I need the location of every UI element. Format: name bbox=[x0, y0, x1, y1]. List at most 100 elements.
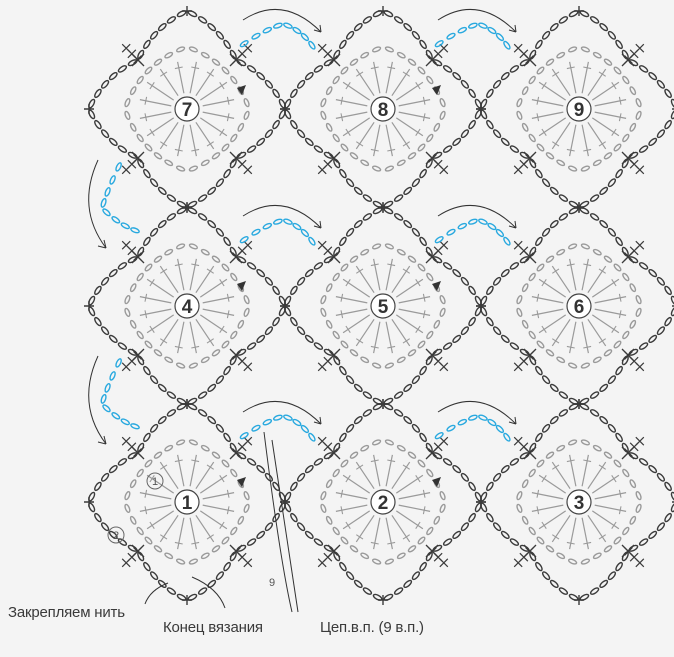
chain-stitch bbox=[223, 39, 232, 49]
chain-stitch bbox=[443, 145, 453, 154]
stitch-crossbar bbox=[160, 465, 167, 469]
inner-treble-stitch bbox=[200, 118, 227, 136]
chain-stitch bbox=[262, 27, 272, 34]
stitch-crossbar bbox=[150, 326, 154, 333]
motif-number-1: 1 bbox=[182, 493, 193, 514]
chain-stitch bbox=[144, 263, 153, 272]
stitch-crossbar bbox=[371, 67, 379, 69]
cross-stitch bbox=[244, 166, 252, 174]
chain-stitch bbox=[593, 159, 602, 166]
chain-stitch bbox=[604, 545, 613, 553]
chain-stitch bbox=[189, 46, 198, 53]
chain-stitch bbox=[509, 538, 519, 547]
chain-stitch bbox=[247, 458, 257, 467]
inner-treble-stitch bbox=[374, 125, 380, 156]
inner-treble-stitch bbox=[552, 319, 570, 346]
chain-stitch bbox=[495, 425, 504, 434]
chain-stitch bbox=[264, 326, 273, 336]
stitch-crossbar bbox=[346, 326, 350, 333]
chain-stitch bbox=[149, 375, 158, 385]
cross-stitch bbox=[514, 241, 522, 249]
chain-stitch bbox=[166, 409, 176, 418]
chain-stitch bbox=[264, 79, 273, 89]
chain-stitch bbox=[599, 383, 609, 392]
stitch-crossbar bbox=[599, 142, 606, 146]
inner-treble-stitch bbox=[396, 82, 423, 100]
chain-stitch bbox=[622, 527, 630, 536]
chain-stitch bbox=[581, 439, 590, 446]
chain-stitch bbox=[408, 545, 417, 553]
chain-stitch bbox=[360, 51, 369, 58]
chain-stitch bbox=[622, 331, 630, 340]
chain-stitch bbox=[130, 423, 140, 430]
chain-stitch bbox=[385, 243, 394, 250]
chain-stitch bbox=[207, 415, 217, 424]
chain-stitch bbox=[94, 285, 103, 295]
chain-stitch bbox=[129, 320, 136, 329]
inner-treble-stitch bbox=[356, 266, 374, 293]
stitch-crossbar bbox=[191, 460, 199, 462]
chain-stitch bbox=[443, 262, 453, 271]
stitch-crossbar bbox=[583, 346, 591, 348]
inner-treble-stitch bbox=[140, 100, 171, 106]
chain-stitch bbox=[353, 186, 363, 195]
chain-stitch bbox=[256, 464, 266, 473]
direction-arrow-arc bbox=[243, 401, 321, 424]
chain-stitch bbox=[487, 418, 497, 426]
chain-stitch bbox=[201, 552, 210, 559]
chain-stitch bbox=[339, 366, 348, 376]
chain-stitch bbox=[635, 504, 642, 513]
chain-stitch bbox=[426, 273, 434, 282]
inner-treble-stitch bbox=[392, 462, 410, 489]
stitch-crossbar bbox=[416, 279, 420, 286]
chain-stitch bbox=[157, 219, 167, 228]
chain-stitch bbox=[124, 504, 131, 513]
chain-stitch bbox=[345, 423, 354, 433]
chain-stitch bbox=[223, 236, 232, 246]
stitch-crossbar bbox=[346, 82, 350, 89]
chain-stitch bbox=[556, 356, 565, 363]
outer-chain-loop bbox=[628, 109, 674, 159]
stitch-crossbar bbox=[346, 129, 350, 136]
stitch-crossbar bbox=[537, 490, 539, 498]
chain-stitch bbox=[500, 464, 510, 473]
joining-chain-left bbox=[239, 414, 282, 439]
chain-stitch bbox=[313, 145, 323, 154]
chain-stitch bbox=[353, 579, 363, 588]
chain-stitch bbox=[144, 66, 153, 75]
chain-stitch bbox=[408, 152, 417, 160]
chain-stitch bbox=[385, 46, 394, 53]
chain-stitch bbox=[212, 545, 221, 553]
inner-treble-stitch bbox=[160, 122, 178, 149]
chain-stitch bbox=[419, 366, 428, 376]
chain-stitch bbox=[221, 66, 230, 75]
chain-stitch bbox=[350, 451, 359, 459]
chain-stitch bbox=[340, 143, 349, 152]
chain-stitch bbox=[426, 527, 434, 536]
inner-treble-stitch bbox=[592, 82, 619, 100]
chain-stitch bbox=[556, 552, 565, 559]
stitch-crossbar bbox=[612, 475, 616, 482]
chain-stitch bbox=[613, 263, 622, 272]
inner-treble-stitch bbox=[570, 62, 576, 93]
stitch-crossbar bbox=[567, 542, 575, 544]
inner-treble-stitch bbox=[570, 125, 576, 156]
chain-stitch bbox=[290, 88, 299, 98]
stitch-crossbar bbox=[175, 149, 183, 151]
chain-stitch bbox=[556, 51, 565, 58]
chain-stitch bbox=[339, 432, 348, 442]
chain-stitch bbox=[541, 30, 550, 40]
stitch-crossbar bbox=[619, 506, 621, 514]
chain-stitch bbox=[237, 516, 244, 525]
inner-treble-stitch bbox=[570, 322, 576, 353]
chain-stitch bbox=[198, 391, 208, 400]
chain-stitch bbox=[100, 522, 109, 532]
chain-stitch bbox=[635, 491, 642, 500]
label-chain: Цеп.в.п. (9 в.п.) bbox=[320, 619, 424, 636]
label-fasten-thread: Закрепляем нить bbox=[8, 604, 125, 621]
inner-treble-stitch bbox=[160, 319, 178, 346]
joining-chain-right bbox=[478, 414, 511, 442]
chain-stitch bbox=[568, 46, 577, 53]
motif-number-7: 7 bbox=[182, 100, 193, 121]
stitch-crossbar bbox=[387, 264, 395, 266]
